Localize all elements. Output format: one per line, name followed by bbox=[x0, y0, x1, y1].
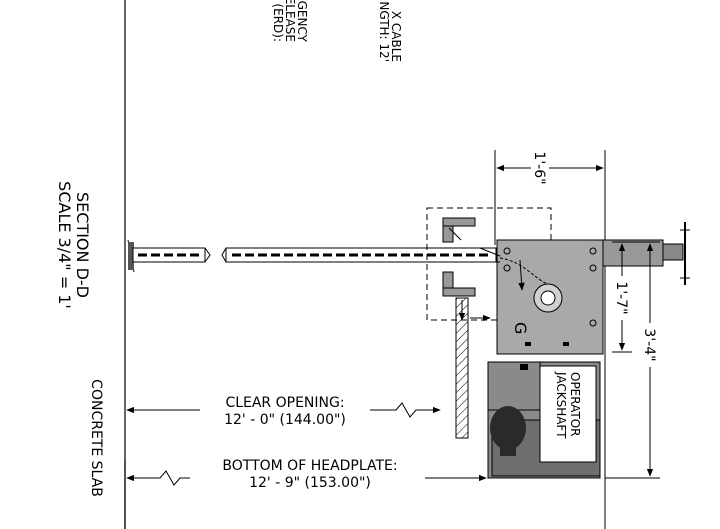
section-scale: SCALE 3/4" = 1' bbox=[55, 181, 74, 309]
bracket-lower bbox=[442, 271, 476, 297]
dim-clear-opening: CLEAR OPENING: 12' - 0" (144.00") bbox=[126, 395, 441, 428]
cable-label-line1: X CABLE bbox=[389, 11, 403, 62]
section-title: SECTION D-D bbox=[73, 192, 92, 298]
dim-width-top: 1'-6" bbox=[496, 148, 604, 188]
erd-label-line1: EMERGENCY bbox=[295, 0, 309, 43]
clear-opening-value: 12' - 0" (144.00") bbox=[224, 412, 346, 428]
dim-height-small-label: 1'-7" bbox=[613, 281, 629, 314]
jackshaft bbox=[602, 222, 690, 285]
operator-label-line2: OPERATOR bbox=[568, 372, 582, 437]
dim-height-small: 1'-7" bbox=[612, 241, 660, 353]
cable-label-line2: NGTH: 12' bbox=[377, 1, 391, 62]
headplate-label: BOTTOM OF HEADPLATE: bbox=[222, 458, 397, 474]
dim-headplate: BOTTOM OF HEADPLATE: 12' - 9" (153.00") bbox=[126, 458, 487, 491]
clear-opening-label: CLEAR OPENING: bbox=[225, 395, 344, 411]
dim-height-total-label: 3'-4" bbox=[641, 328, 657, 361]
door-panel bbox=[455, 297, 469, 439]
section-title-group: SECTION D-D SCALE 3/4" = 1' bbox=[55, 181, 92, 309]
erd-label-line2: RELEASE bbox=[283, 0, 297, 42]
erd-label-line3: DEVICE (ERD): bbox=[271, 0, 285, 42]
operator-letter: G bbox=[511, 322, 530, 334]
door-rail bbox=[127, 239, 497, 273]
bracket-upper bbox=[442, 217, 476, 243]
concrete-slab-label: CONCRETE SLAB bbox=[88, 379, 104, 497]
motor-icon bbox=[490, 406, 526, 456]
dim-height-total: 3'-4" bbox=[605, 243, 660, 479]
operator-label-line1: JACKSHAFT bbox=[554, 371, 568, 439]
dim-width-top-label: 1'-6" bbox=[531, 151, 547, 184]
operator-unit: G bbox=[479, 239, 604, 355]
headplate-value: 12' - 9" (153.00") bbox=[249, 475, 371, 491]
